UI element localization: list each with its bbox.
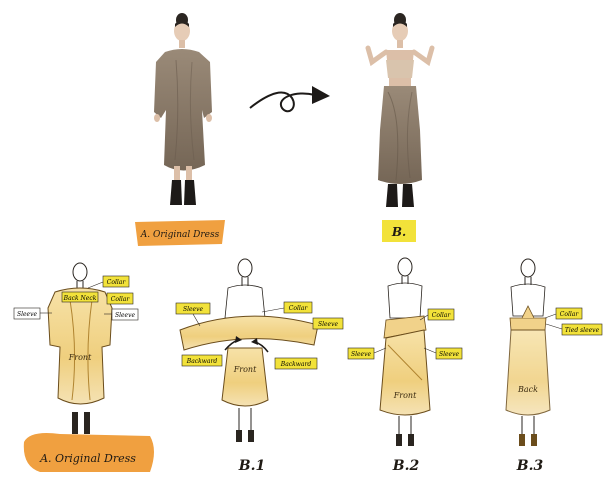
photo-label-transformed-text: B. <box>391 225 406 239</box>
sketch-a-front-label: Front <box>68 353 92 362</box>
sketch-b1-sleeve-right: Sleeve <box>318 321 339 328</box>
sketch-a-sleeve-left: Sleeve <box>17 311 38 318</box>
sketch-b3-title: B.3 <box>516 458 544 474</box>
sketch-b2-front-label: Front <box>393 391 417 400</box>
photo-original-dress <box>150 10 220 215</box>
photo-label-transformed: B. <box>382 220 416 242</box>
sketch-b2-title: B.2 <box>392 458 420 474</box>
sketch-b3: Back <box>506 259 550 446</box>
sketch-b2-sleeve-right: Sleeve <box>439 351 460 358</box>
sketch-b3-collar: Collar <box>560 311 580 318</box>
sketch-a-back-neck: Back Neck <box>63 295 97 302</box>
sketch-b2-collar: Collar <box>432 312 452 319</box>
sketch-a-collar-right: Collar <box>111 296 131 303</box>
sketch-b1: Front <box>180 259 318 442</box>
sketch-b1-sleeve: Sleeve <box>183 306 204 313</box>
sketch-b2: Front <box>380 258 430 446</box>
sketch-b3-labels: Collar Tied sleeve <box>545 308 602 335</box>
sketch-b1-front-label: Front <box>233 365 257 374</box>
sketch-b1-backward-right: Backward <box>280 361 312 368</box>
sketch-b3-tied-sleeve: Tied sleeve <box>565 327 600 334</box>
photo-label-original-text: A. Original Dress <box>140 230 220 240</box>
sketch-b1-backward-left: Backward <box>186 358 218 365</box>
sketch-b1-title: B.1 <box>238 458 265 474</box>
sketch-a-title: A. Original Dress <box>24 433 154 472</box>
sketch-a-collar-top: Collar <box>107 279 127 286</box>
sketch-original-dress: Front <box>48 263 112 434</box>
sketch-b3-back-label: Back <box>517 385 538 394</box>
photo-label-original: A. Original Dress <box>135 220 225 246</box>
sketch-a-title-text: A. Original Dress <box>39 452 136 465</box>
photo-transformed-look <box>360 10 440 215</box>
transform-arrow <box>250 86 330 111</box>
sketch-b1-collar: Collar <box>289 305 309 312</box>
sketch-b2-sleeve-left: Sleeve <box>351 351 372 358</box>
sketch-a-sleeve-right: Sleeve <box>115 312 136 319</box>
